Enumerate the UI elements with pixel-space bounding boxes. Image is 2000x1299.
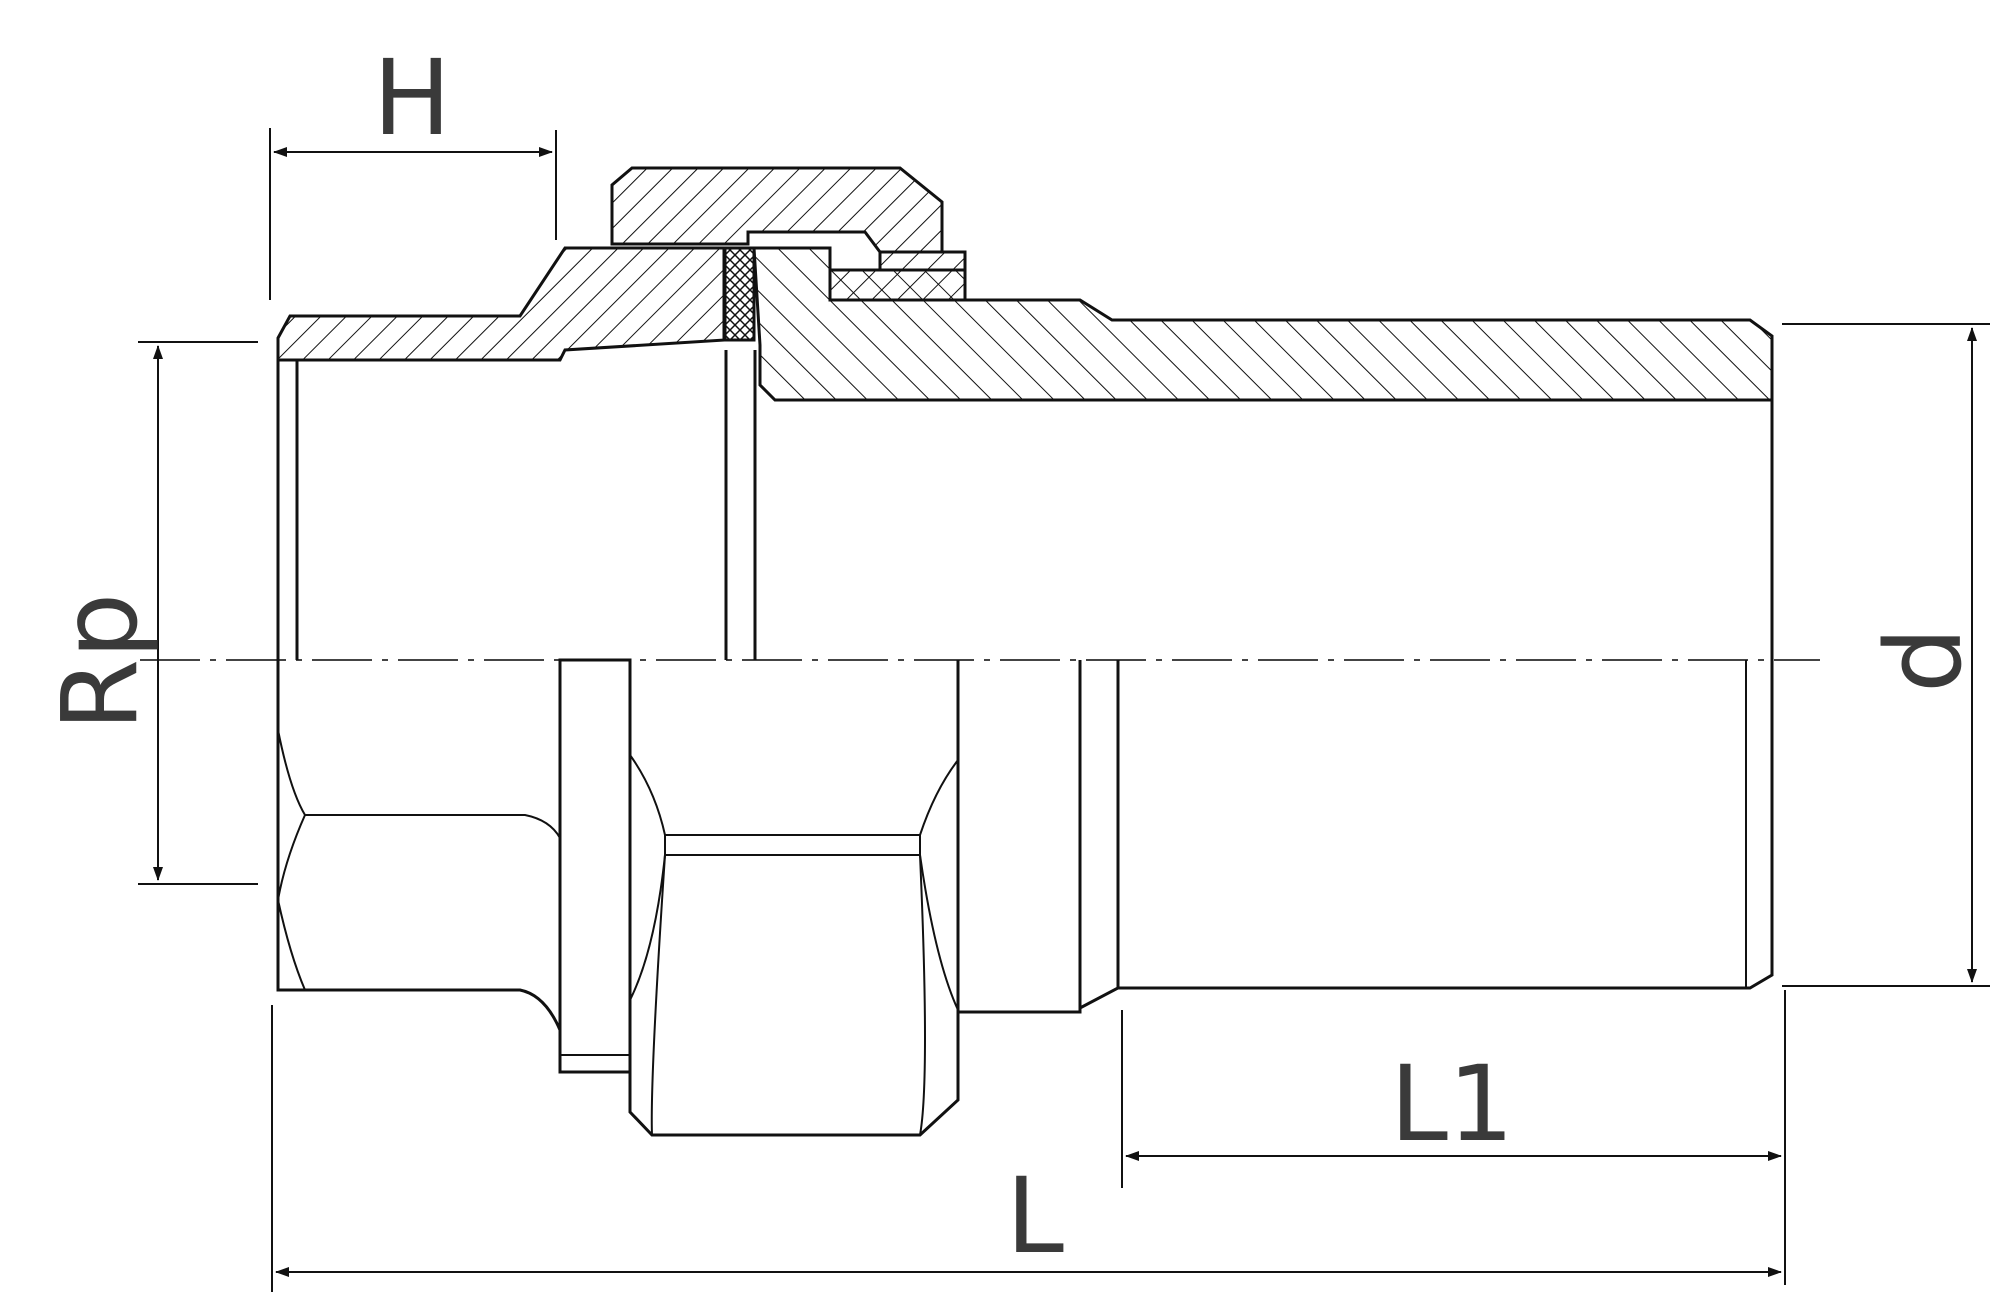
dimension-d: d — [1782, 323, 1990, 987]
label-rp: Rp — [39, 593, 161, 731]
upper-section-view — [276, 166, 1774, 660]
dimension-rp: Rp — [39, 341, 258, 885]
dimension-l: L — [271, 1005, 1782, 1292]
lower-exterior-view — [276, 658, 1774, 1137]
label-d: d — [1863, 627, 1985, 693]
hex-socket-exterior — [276, 660, 562, 1031]
dimension-h: H — [269, 37, 557, 300]
socket-body-section — [276, 246, 727, 362]
seal-ring-section — [722, 246, 756, 342]
dimension-l1: L1 — [1121, 990, 1786, 1285]
label-l: L — [1006, 1155, 1064, 1277]
union-nut-exterior — [628, 660, 960, 1137]
nut-flange-section — [828, 250, 967, 302]
union-nut-section — [610, 166, 944, 254]
nut-collar-exterior — [558, 658, 632, 1074]
tail-pipe-exterior — [1116, 660, 1774, 990]
tail-collar-exterior — [956, 660, 1082, 1014]
label-l1: L1 — [1390, 1043, 1514, 1165]
label-h: H — [373, 37, 451, 159]
